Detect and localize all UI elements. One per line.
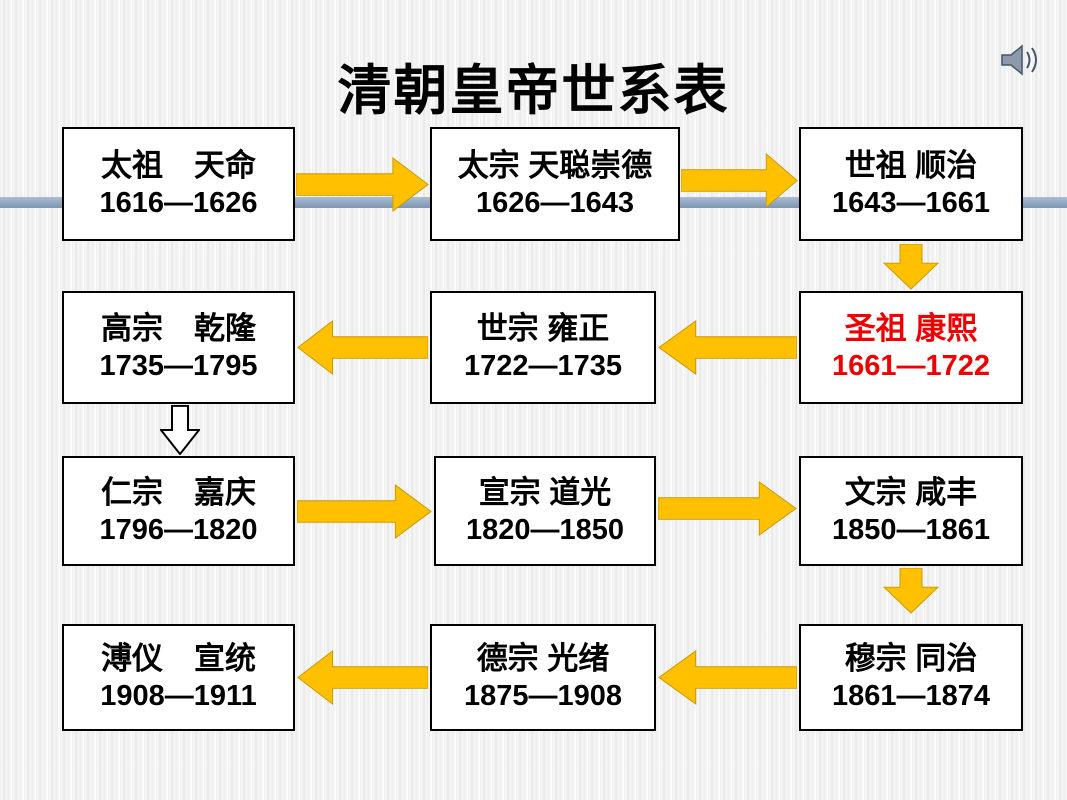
arrow-left-icon bbox=[297, 320, 428, 375]
emperor-years: 1626—1643 bbox=[475, 186, 635, 219]
emperor-box-taizong: 太宗 天聪崇德 1626—1643 bbox=[430, 127, 680, 241]
emperor-years: 1850—1861 bbox=[831, 513, 991, 546]
emperor-name: 圣祖 康熙 bbox=[844, 311, 978, 346]
arrow-down-icon bbox=[883, 568, 939, 614]
arrow-right-icon bbox=[681, 153, 798, 208]
arrow-left-icon bbox=[297, 650, 428, 705]
arrow-left-icon bbox=[658, 320, 797, 375]
emperor-name: 世祖 顺治 bbox=[844, 147, 978, 183]
arrow-right-icon bbox=[658, 481, 797, 536]
emperor-years: 1861—1874 bbox=[831, 680, 991, 713]
emperor-box-dezong: 德宗 光绪 1875—1908 bbox=[430, 624, 656, 731]
emperor-years: 1661—1722 bbox=[831, 350, 991, 383]
emperor-name: 高宗 乾隆 bbox=[101, 311, 256, 346]
emperor-years: 1908—1911 bbox=[100, 680, 257, 713]
emperor-box-xuanzong: 宣宗 道光 1820—1850 bbox=[434, 456, 656, 566]
emperor-years: 1643—1661 bbox=[831, 186, 991, 219]
emperor-name: 太祖 天命 bbox=[101, 147, 256, 183]
arrow-down-hollow-icon bbox=[160, 405, 200, 455]
emperor-box-shengzu: 圣祖 康熙 1661—1722 bbox=[799, 291, 1023, 404]
page-title: 清朝皇帝世系表 bbox=[337, 61, 730, 121]
emperor-years: 1820—1850 bbox=[465, 513, 625, 546]
emperor-years: 1796—1820 bbox=[99, 513, 258, 546]
emperor-years: 1722—1735 bbox=[463, 350, 623, 383]
emperor-years: 1875—1908 bbox=[463, 680, 623, 713]
emperor-name: 溥仪 宣统 bbox=[101, 641, 256, 676]
emperor-box-taizu: 太祖 天命 1616—1626 bbox=[62, 127, 295, 241]
emperor-name: 太宗 天聪崇德 bbox=[457, 147, 653, 183]
emperor-name: 文宗 咸丰 bbox=[844, 474, 978, 510]
emperor-name: 仁宗 嘉庆 bbox=[101, 474, 256, 510]
emperor-years: 1616—1626 bbox=[99, 186, 258, 219]
emperor-years: 1735—1795 bbox=[99, 350, 258, 383]
emperor-box-wenzong: 文宗 咸丰 1850—1861 bbox=[799, 456, 1023, 566]
speaker-icon-graphic bbox=[1001, 44, 1037, 76]
emperor-name: 穆宗 同治 bbox=[844, 641, 978, 676]
emperor-box-gaozong: 高宗 乾隆 1735—1795 bbox=[62, 291, 295, 404]
emperor-box-muzong: 穆宗 同治 1861—1874 bbox=[799, 624, 1023, 731]
emperor-name: 宣宗 道光 bbox=[478, 474, 612, 510]
emperor-box-puyi: 溥仪 宣统 1908—1911 bbox=[62, 624, 295, 731]
arrow-left-icon bbox=[658, 650, 797, 705]
emperor-name: 世宗 雍正 bbox=[476, 311, 610, 346]
emperor-name: 德宗 光绪 bbox=[476, 641, 610, 676]
arrow-right-icon bbox=[297, 484, 432, 539]
emperor-box-shizu: 世祖 顺治 1643—1661 bbox=[799, 127, 1023, 241]
emperor-box-renzong: 仁宗 嘉庆 1796—1820 bbox=[62, 456, 295, 566]
arrow-right-icon bbox=[296, 157, 429, 212]
speaker-icon[interactable] bbox=[998, 42, 1042, 78]
emperor-box-shizong: 世宗 雍正 1722—1735 bbox=[430, 291, 656, 404]
arrow-down-icon bbox=[883, 244, 939, 290]
